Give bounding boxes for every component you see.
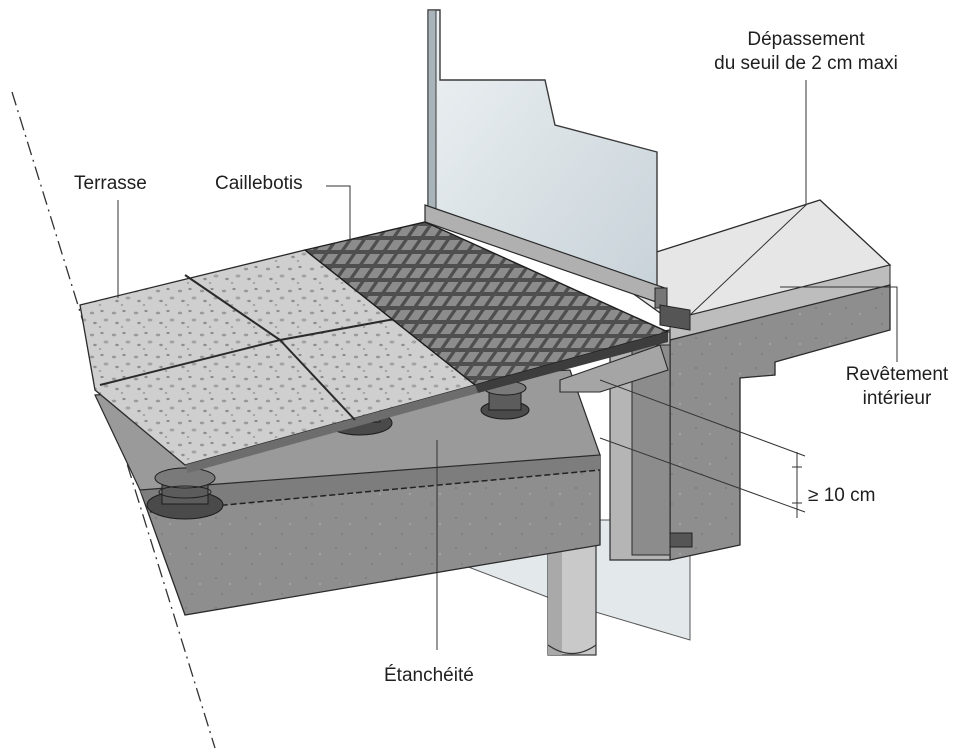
interior-slab-face <box>669 284 891 561</box>
dim-extension-bottom <box>599 437 806 513</box>
pedestal-1 <box>146 467 224 520</box>
label-dimension: ≥ 10 cm <box>808 485 876 506</box>
label-revetement: Revêtement intérieur <box>832 363 962 411</box>
label-revetement-line2: intérieur <box>862 388 932 409</box>
label-etancheite: Étanchéité <box>384 665 474 686</box>
dim-extension-top <box>599 379 806 457</box>
label-revetement-line1: Revêtement <box>845 364 949 385</box>
depassement-leader <box>689 80 807 316</box>
caillebotis-leader <box>326 185 351 240</box>
pedestal-3 <box>480 380 530 420</box>
label-depassement-line1: Dépassement <box>747 29 865 50</box>
label-depassement-line2: du seuil de 2 cm maxi <box>714 53 898 74</box>
revetement-leader <box>780 286 898 362</box>
label-depassement: Dépassement du seuil de 2 cm maxi <box>676 28 936 76</box>
label-caillebotis: Caillebotis <box>215 173 303 194</box>
gutter-channel <box>559 344 669 393</box>
label-terrasse: Terrasse <box>74 173 147 194</box>
